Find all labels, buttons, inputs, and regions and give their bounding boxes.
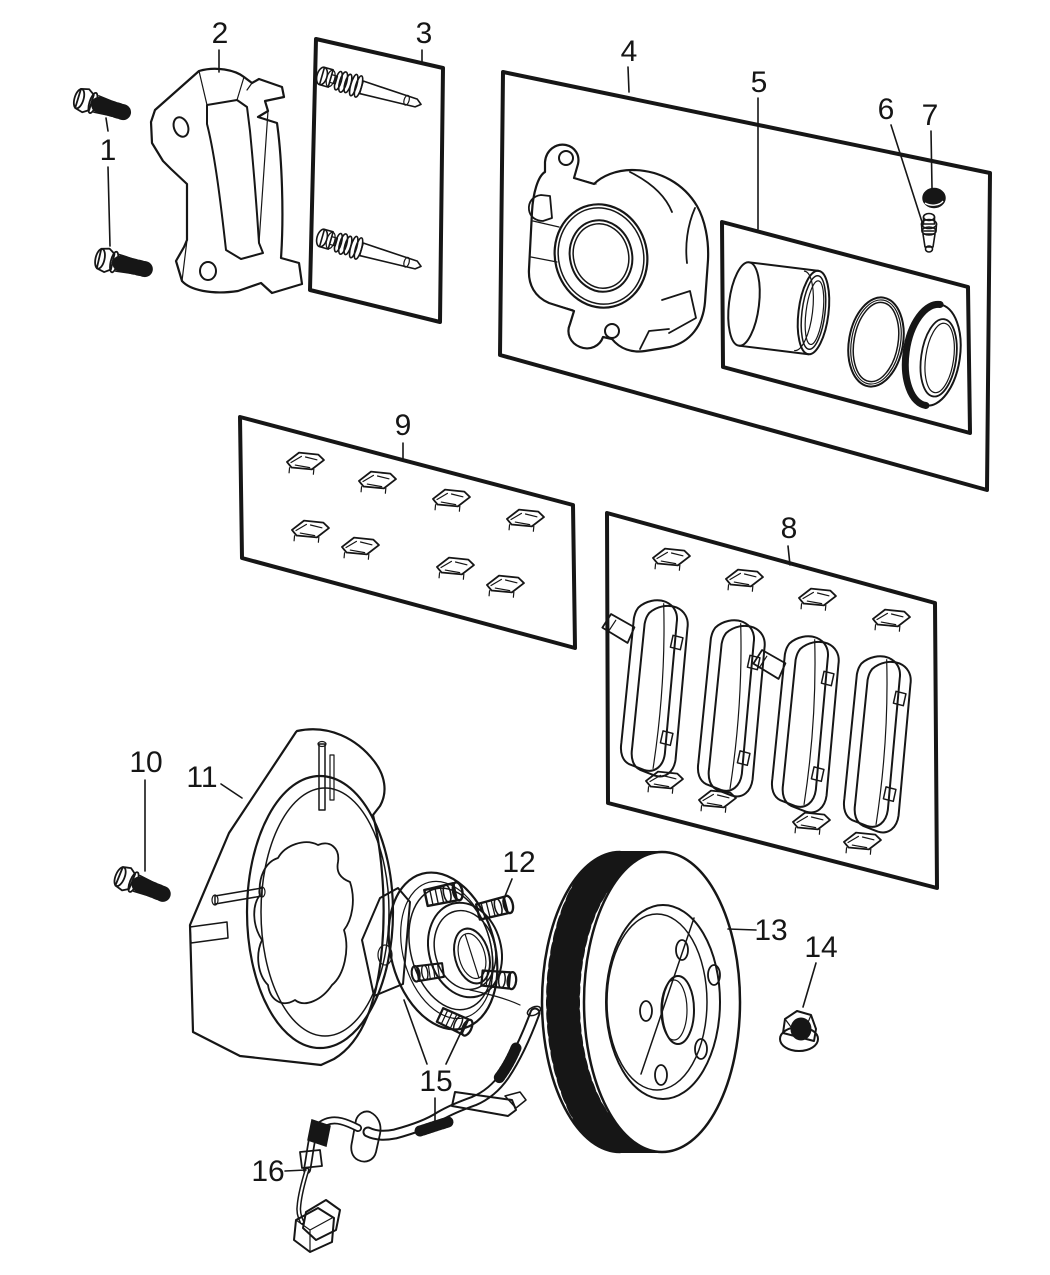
brake-pad-outer-icon [695,617,767,799]
harness-anchor-clip [307,1119,331,1147]
harness-braid-sleeve [414,1116,454,1137]
abutment-clip-icon [435,554,477,583]
guide-pin-icon [313,225,425,278]
lug-hole [675,939,689,961]
harness-elbow-boot [350,1110,382,1163]
callout-13-number[interactable]: 13 [754,914,787,947]
guide-pin-kit-box [308,37,445,324]
callout-11-number[interactable]: 11 [186,761,217,794]
hub-and-bearing [361,871,518,1039]
callout-14-number[interactable]: 14 [804,931,837,964]
caliper-kit-box [498,70,992,492]
callout-15[interactable]: 15 [403,999,464,1127]
harness-c-bracket [299,1149,323,1169]
callout-1-number[interactable]: 1 [100,134,117,167]
pad-hardware-clip-kit [285,449,547,601]
brake-splash-shield [188,728,395,1067]
bleeder-screw [920,212,938,253]
brake-pad-outer-icon [841,653,913,835]
callout-8-number[interactable]: 8 [781,512,798,545]
guide-pin-kit [313,63,425,278]
sensor-connector [293,1199,341,1253]
callout-12-number[interactable]: 12 [502,846,535,879]
hardware-kit-box [238,415,577,650]
callout-2[interactable]: 2 [212,17,229,73]
lug-hole [639,1000,653,1022]
callout-9[interactable]: 9 [395,409,412,460]
abutment-clip-icon [505,506,547,535]
brake-pad-inner-icon [601,597,690,779]
callout-6-number[interactable]: 6 [878,93,895,126]
knuckle-tab [361,887,411,997]
vented-brake-rotor [540,850,742,1154]
pad-clip-icon [797,585,839,614]
callout-10-number[interactable]: 10 [129,746,162,779]
callout-6[interactable]: 6 [878,93,924,226]
callout-11[interactable]: 11 [186,761,243,799]
wheel-speed-sensor-harness [293,989,542,1253]
callout-12[interactable]: 12 [502,846,536,902]
callout-8[interactable]: 8 [781,512,798,566]
pad-clip-icon [651,545,693,574]
callout-10[interactable]: 10 [129,746,163,872]
callout-9-number[interactable]: 9 [395,409,412,442]
callout-7[interactable]: 7 [922,99,939,189]
callout-5[interactable]: 5 [751,66,768,230]
pad-clip-icon [871,606,913,635]
abutment-clip-icon [431,486,473,515]
callout-5-number[interactable]: 5 [751,66,768,99]
pad-kit-box [605,511,939,890]
brake-pad-kit [601,545,913,858]
callout-2-number[interactable]: 2 [212,17,229,50]
callout-7-number[interactable]: 7 [922,99,939,132]
piston-seal-kit-box [720,220,972,435]
guide-pin-icon [313,63,425,116]
callout-14[interactable]: 14 [802,931,838,1008]
abutment-clip-icon [340,534,382,563]
rotor-vent-fins [546,852,658,1152]
abutment-clip-icon [485,572,527,601]
callout-15-number[interactable]: 15 [419,1065,452,1098]
abutment-clip-icon [285,449,327,478]
brake-pad-inner-icon [752,633,841,815]
wheel-stud-icon [480,968,518,991]
piston-seal-ring-icon [847,296,905,388]
callout-16[interactable]: 16 [251,1155,307,1188]
disc-brake-caliper [527,143,710,353]
lug-hole [654,1064,668,1086]
abutment-clip-icon [290,517,332,546]
piston-and-seal-kit [727,261,962,410]
lug-hole [694,1038,708,1060]
lug-hole [707,964,721,986]
callout-3[interactable]: 3 [416,17,433,63]
adapter-mounting-bolts [71,86,150,282]
bolt-icon [71,86,129,125]
bleeder-screw-cap [922,187,946,209]
shield-mounting-bolt [111,864,170,906]
callouts: 1 2 3 4 5 6 7 8 [100,17,939,1188]
bolt-icon [93,246,151,281]
caliper-adapter-bracket [149,67,304,295]
abutment-clip-icon [357,468,399,497]
harness-mount-bracket [451,1091,517,1117]
callout-1[interactable]: 1 [100,117,117,247]
hub-flange-nut [779,1010,819,1052]
callout-16-number[interactable]: 16 [251,1155,284,1188]
callout-4-number[interactable]: 4 [621,35,638,68]
wheel-stud-icon [435,1006,476,1039]
piston-boot-seal-icon [901,300,962,410]
callout-13[interactable]: 13 [727,914,788,947]
pad-clip-icon [724,566,766,595]
callout-4[interactable]: 4 [621,35,638,93]
pad-clip-icon [697,787,739,816]
pad-clip-icon [791,809,833,838]
kit-boxes [238,37,992,890]
callout-3-number[interactable]: 3 [416,17,433,50]
caliper-piston-icon [727,261,831,356]
harness-braid-sleeve [493,1042,522,1084]
pad-clip-icon [842,829,884,858]
